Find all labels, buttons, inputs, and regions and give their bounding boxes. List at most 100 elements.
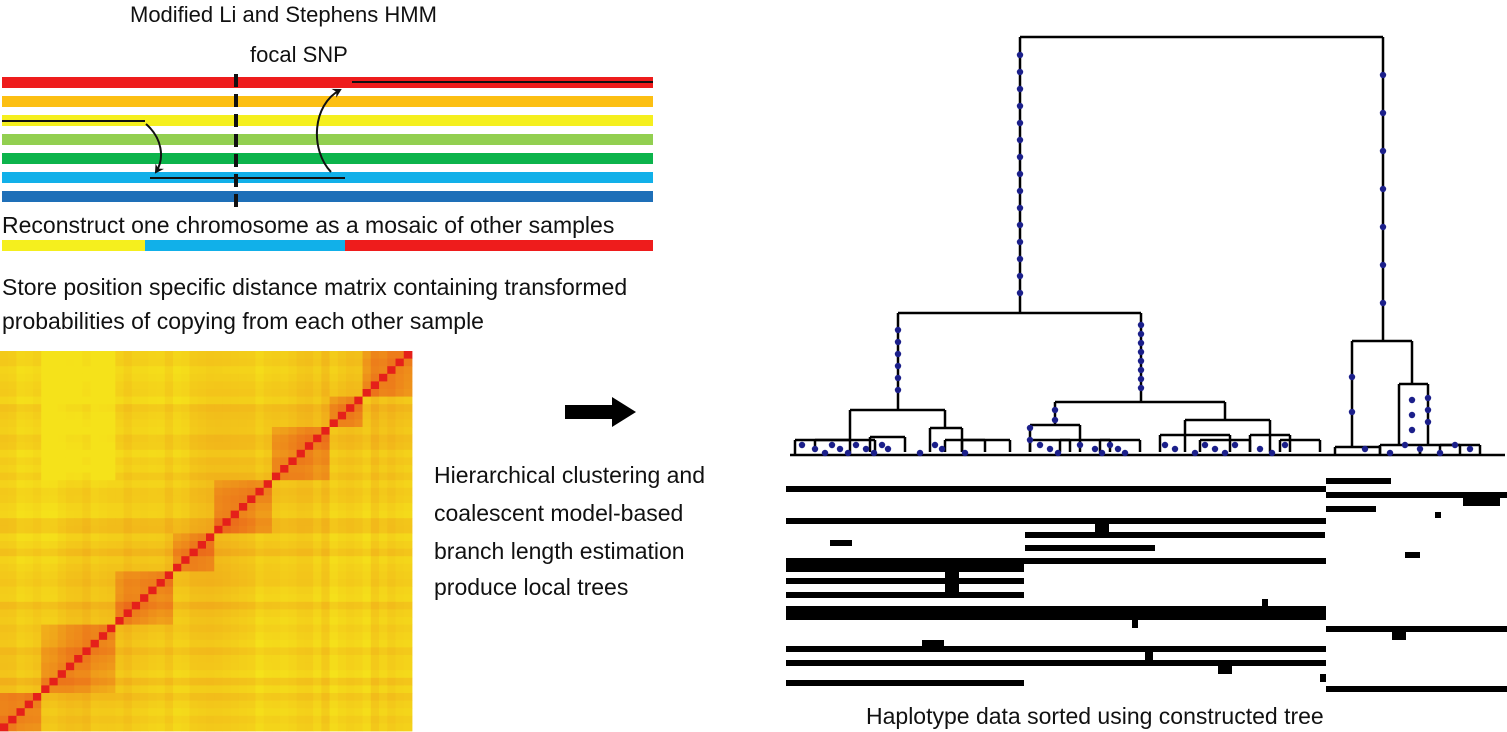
heatmap-cell xyxy=(247,655,256,663)
matrix-caption-line1: Store position specific distance matrix … xyxy=(2,274,628,300)
heatmap-cell xyxy=(57,381,67,390)
heatmap-cell xyxy=(123,548,133,557)
heatmap-cell xyxy=(65,677,75,686)
heatmap-cell xyxy=(197,480,207,489)
heatmap-cell xyxy=(107,571,116,580)
heatmap-cell xyxy=(395,708,405,717)
heatmap-cell xyxy=(156,541,166,549)
heatmap-cell xyxy=(280,503,289,511)
heatmap-cell xyxy=(131,419,141,428)
heatmap-cell xyxy=(107,594,116,603)
heatmap-cell xyxy=(32,419,42,428)
heatmap-cell xyxy=(0,351,9,359)
heatmap-cell xyxy=(65,465,75,473)
heatmap-cell xyxy=(181,495,190,504)
heatmap-cell xyxy=(140,670,149,679)
heatmap-cell xyxy=(98,381,108,390)
heatmap-cell xyxy=(214,594,223,603)
heatmap-cell xyxy=(115,366,124,375)
heatmap-cell xyxy=(0,556,9,565)
heatmap-cell xyxy=(197,525,207,534)
heatmap-cell xyxy=(304,518,314,527)
heatmap-cell xyxy=(197,373,207,382)
heatmap-cell xyxy=(329,389,339,397)
heatmap-cell xyxy=(16,396,26,405)
heatmap-cell xyxy=(403,533,413,542)
heatmap-cell xyxy=(329,685,339,694)
heatmap-cell xyxy=(329,723,339,732)
heatmap-cell xyxy=(16,442,26,451)
heatmap-cell xyxy=(32,465,42,473)
heatmap-cell xyxy=(90,662,100,671)
heatmap-cell xyxy=(263,381,273,390)
heatmap-cell xyxy=(8,434,17,443)
heatmap-cell xyxy=(115,351,124,359)
haplotype-segment xyxy=(1132,620,1138,628)
heatmap-cell xyxy=(115,624,124,633)
heatmap-cell xyxy=(329,411,339,420)
heatmap-cell xyxy=(41,533,50,542)
heatmap-cell xyxy=(387,480,396,489)
heatmap-cell xyxy=(8,510,17,519)
heatmap-cell xyxy=(98,465,108,473)
heatmap-cell xyxy=(148,449,157,458)
heatmap-cell xyxy=(222,457,232,466)
heatmap-cell xyxy=(8,472,17,481)
heatmap-cell xyxy=(354,396,363,405)
heatmap-cell xyxy=(288,480,298,489)
heatmap-cell xyxy=(238,487,248,496)
heatmap-cell xyxy=(90,670,100,679)
heatmap-cell xyxy=(189,723,199,732)
heatmap-cell xyxy=(379,563,388,572)
heatmap-cell xyxy=(346,541,355,549)
heatmap-cell xyxy=(337,503,347,511)
heatmap-cell xyxy=(0,411,9,420)
heatmap-cell xyxy=(65,411,75,420)
heatmap-cell xyxy=(321,389,330,397)
heatmap-cell xyxy=(16,601,26,610)
heatmap-cell xyxy=(164,381,174,390)
heatmap-cell xyxy=(337,708,347,717)
heatmap-cell xyxy=(0,533,9,542)
heatmap-cell xyxy=(115,586,124,595)
heatmap-cell xyxy=(304,510,314,519)
haplotype-segment xyxy=(1145,652,1153,660)
heatmap-cell xyxy=(354,594,363,603)
heatmap-cell xyxy=(395,541,405,549)
heatmap-cell xyxy=(82,677,92,686)
heatmap-cell xyxy=(379,685,388,694)
heatmap-cell xyxy=(98,510,108,519)
heatmap-cell xyxy=(379,647,388,656)
heatmap-cell xyxy=(288,609,298,618)
heatmap-cell xyxy=(57,366,67,375)
heatmap-cell xyxy=(230,434,240,443)
haplotype-bar-4 xyxy=(2,134,653,145)
heatmap-cell xyxy=(304,495,314,504)
heatmap-cell xyxy=(65,685,75,694)
heatmap-cell xyxy=(49,601,59,610)
heatmap-cell xyxy=(8,632,17,641)
heatmap-cell xyxy=(321,404,330,413)
heatmap-cell xyxy=(131,533,141,542)
heatmap-cell xyxy=(131,503,141,511)
heatmap-cell xyxy=(222,670,232,679)
heatmap-cell xyxy=(197,411,207,420)
heatmap-cell xyxy=(247,480,256,489)
heatmap-cell xyxy=(156,480,166,489)
heatmap-cell xyxy=(296,708,306,717)
heatmap-cell xyxy=(41,655,50,663)
heatmap-cell xyxy=(238,723,248,732)
heatmap-cell xyxy=(49,685,59,694)
heatmap-cell xyxy=(197,624,207,633)
heatmap-cell xyxy=(288,404,298,413)
heatmap-cell xyxy=(123,449,133,458)
tree-node xyxy=(1211,445,1219,453)
heatmap-cell xyxy=(148,518,157,527)
heatmap-cell xyxy=(403,525,413,534)
heatmap-cell xyxy=(140,715,149,724)
heatmap-cell xyxy=(16,449,26,458)
heatmap-cell xyxy=(304,579,314,587)
heatmap-cell xyxy=(370,419,380,428)
heatmap-cell xyxy=(115,632,124,641)
heatmap-cell xyxy=(131,571,141,580)
